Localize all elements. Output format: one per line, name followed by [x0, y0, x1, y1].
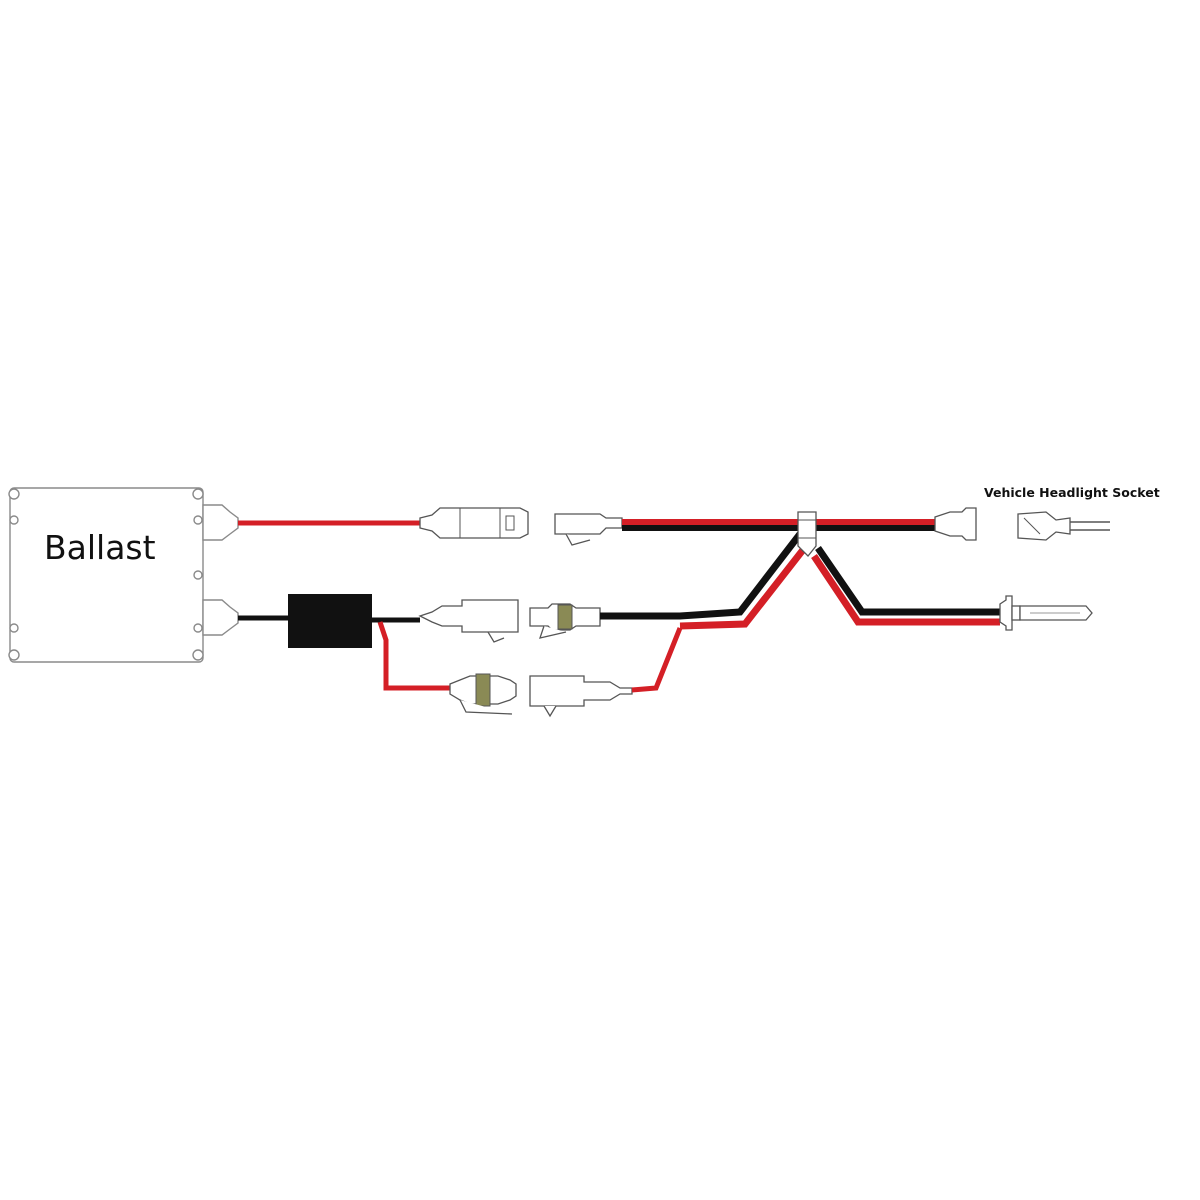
- connector-clip: [539, 625, 567, 639]
- connector-clip: [459, 699, 513, 715]
- igniter-connector-upper: [418, 599, 519, 633]
- power-harness: [238, 507, 977, 546]
- screw-icon: [9, 623, 19, 633]
- connector-clip: [565, 533, 591, 546]
- connector-latch: [505, 515, 515, 531]
- bulb-harness-black: [600, 531, 803, 620]
- connector-clip: [487, 631, 505, 643]
- power-connector-male: [554, 513, 623, 535]
- bulb-collar: [1011, 605, 1021, 621]
- ballast-port-bottom: [202, 599, 239, 636]
- ballast-box: [9, 487, 204, 663]
- screw-icon: [8, 649, 20, 661]
- screw-icon: [193, 515, 203, 525]
- vehicle-headlight-socket: Vehicle Headlight Socket: [984, 485, 1160, 541]
- socket-label: Vehicle Headlight Socket: [984, 485, 1160, 500]
- screw-icon: [193, 623, 203, 633]
- power-connector-female: [419, 507, 529, 539]
- igniter-connector-lower: [529, 675, 633, 707]
- screw-icon: [8, 488, 20, 500]
- ballast-port-top: [202, 504, 239, 541]
- bulb-wire-black: [815, 546, 1000, 616]
- screw-icon: [193, 570, 203, 580]
- screw-icon: [192, 488, 204, 500]
- bulb-base: [999, 595, 1013, 631]
- hid-bulb-icon: [999, 595, 1093, 631]
- socket-detail: [1023, 517, 1041, 535]
- ballast-label: Ballast: [44, 528, 156, 567]
- terminal-icon: [557, 604, 573, 630]
- bulb-harness-red: [679, 543, 809, 630]
- igniter-wire-red: [377, 621, 450, 691]
- bulb-wire-red: [811, 554, 1000, 626]
- connector-clip: [543, 705, 557, 718]
- screw-icon: [9, 515, 19, 525]
- ballast-unit: Ballast: [8, 487, 239, 663]
- headlight-socket-icon: [1017, 511, 1071, 541]
- screw-icon: [192, 649, 204, 661]
- harness-end-plug: [934, 507, 977, 541]
- return-wire-red: [631, 627, 683, 693]
- harness-splitter-clip: [797, 511, 817, 557]
- terminal-icon: [475, 673, 491, 707]
- igniter-block: [288, 594, 372, 648]
